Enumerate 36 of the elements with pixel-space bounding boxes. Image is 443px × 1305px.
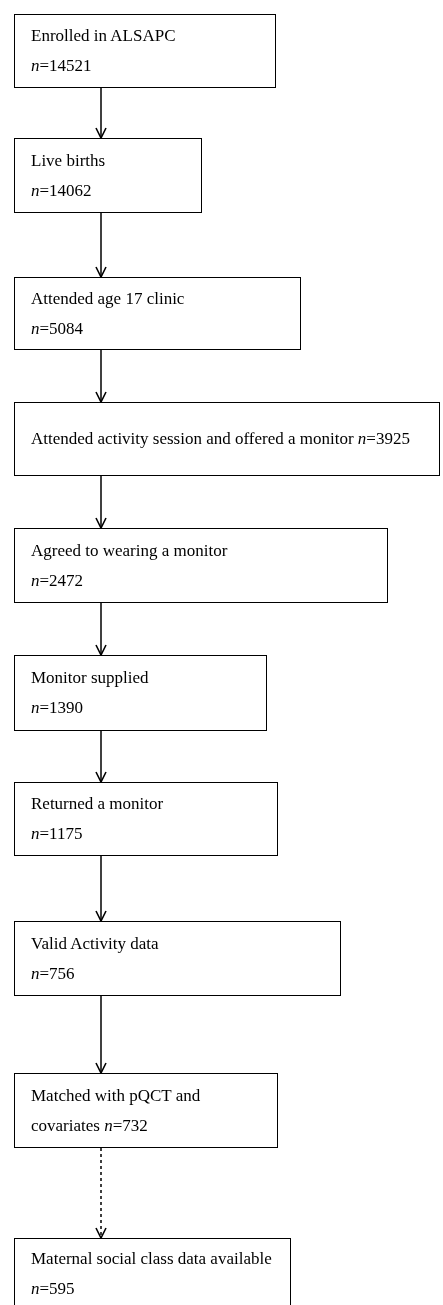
box-text: n=5084: [31, 317, 85, 340]
arrow: [95, 475, 107, 529]
box-text: Maternal social class data available n=595: [31, 1248, 273, 1300]
box-text: Enrolled in ALSAPC: [31, 25, 177, 47]
arrow: [95, 995, 107, 1074]
box-text: n=14521: [31, 55, 93, 77]
arrow: [95, 730, 107, 783]
arrow: [95, 855, 107, 922]
process-box: [14, 528, 388, 603]
process-box: [14, 402, 440, 476]
box-text: Returned a monitor: [31, 793, 165, 815]
box-text: Attended activity session and offered a monitor n=3925: [31, 428, 411, 450]
arrow: [95, 602, 107, 656]
process-box: [14, 655, 267, 731]
process-box: [14, 1073, 278, 1148]
box-text: n=2472: [31, 569, 85, 592]
process-box: [14, 782, 278, 856]
box-text: n=756: [31, 962, 76, 985]
process-box: [14, 921, 341, 996]
box-text: Monitor supplied: [31, 667, 150, 689]
box-text: Agreed to wearing a monitor: [31, 539, 229, 562]
box-text: n=1175: [31, 823, 84, 845]
box-text: Matched with pQCT and covariates n=732: [31, 1084, 202, 1137]
arrow: [95, 87, 107, 139]
box-text: n=1390: [31, 697, 85, 719]
process-box: [14, 277, 301, 350]
process-box: [14, 1238, 291, 1305]
arrow: [95, 212, 107, 278]
process-box: [14, 14, 276, 88]
box-text: Attended age 17 clinic: [31, 287, 186, 310]
arrow: [95, 349, 107, 403]
arrow: [95, 1147, 107, 1239]
box-text: Valid Activity data: [31, 932, 160, 955]
process-box: [14, 138, 202, 213]
box-text: n=14062: [31, 179, 93, 202]
box-text: Live births: [31, 149, 107, 172]
